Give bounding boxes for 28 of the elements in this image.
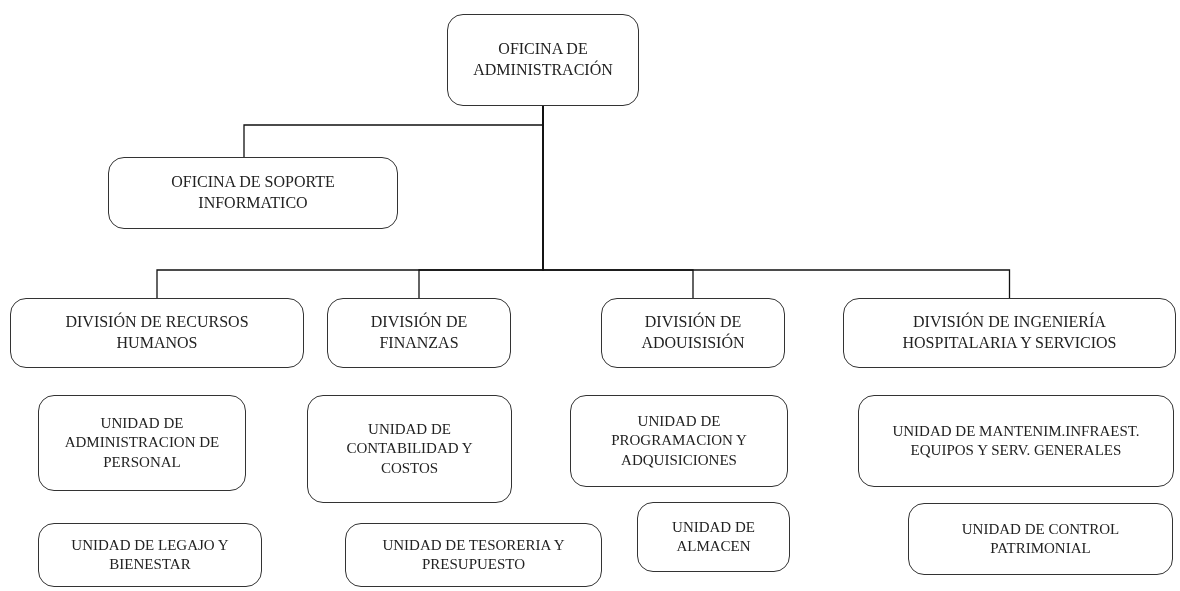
- org-unit-box: [858, 395, 1174, 487]
- org-unit-box: [637, 502, 790, 572]
- org-unit-box: [10, 298, 304, 368]
- org-unit-box: [345, 523, 602, 587]
- unit-name: UNIDAD DE ADMINISTRACION DE PERSONAL: [63, 413, 221, 472]
- unit-name: UNIDAD DE MANTENIM.INFRAEST. EQUIPOS Y SERV. GENERALES: [891, 421, 1141, 460]
- unit-name: DIVISIÓN DE FINANZAS: [369, 312, 469, 353]
- unit-name: UNIDAD DE ALMACEN: [671, 517, 756, 556]
- unit-name: UNIDAD DE TESORERIA Y PRESUPUESTO: [381, 535, 566, 574]
- org-unit-box: [38, 523, 262, 587]
- unit-name: DIVISIÓN DE ADOUISISIÓN: [640, 312, 746, 353]
- unit-name: DIVISIÓN DE RECURSOS HUMANOS: [64, 312, 250, 353]
- unit-name: OFICINA DE ADMINISTRACIÓN: [472, 39, 614, 80]
- unit-name: DIVISIÓN DE INGENIERÍA HOSPITALARIA Y SERVICIOS: [901, 312, 1118, 353]
- org-unit-box: [108, 157, 398, 229]
- unit-name: UNIDAD DE CONTABILIDAD Y COSTOS: [345, 419, 474, 478]
- org-unit-box: [327, 298, 511, 368]
- unit-name: UNIDAD DE PROGRAMACION Y ADQUISICIONES: [610, 411, 748, 470]
- org-unit-box: [908, 503, 1173, 575]
- org-unit-box: [843, 298, 1176, 368]
- org-unit-box: [307, 395, 512, 503]
- unit-name: OFICINA DE SOPORTE INFORMATICO: [170, 172, 336, 213]
- org-unit-box: [38, 395, 246, 491]
- org-unit-box: [447, 14, 639, 106]
- unit-name: UNIDAD DE LEGAJO Y BIENESTAR: [70, 535, 230, 574]
- unit-name: UNIDAD DE CONTROL PATRIMONIAL: [960, 519, 1121, 558]
- org-unit-box: [570, 395, 788, 487]
- org-unit-box: [601, 298, 785, 368]
